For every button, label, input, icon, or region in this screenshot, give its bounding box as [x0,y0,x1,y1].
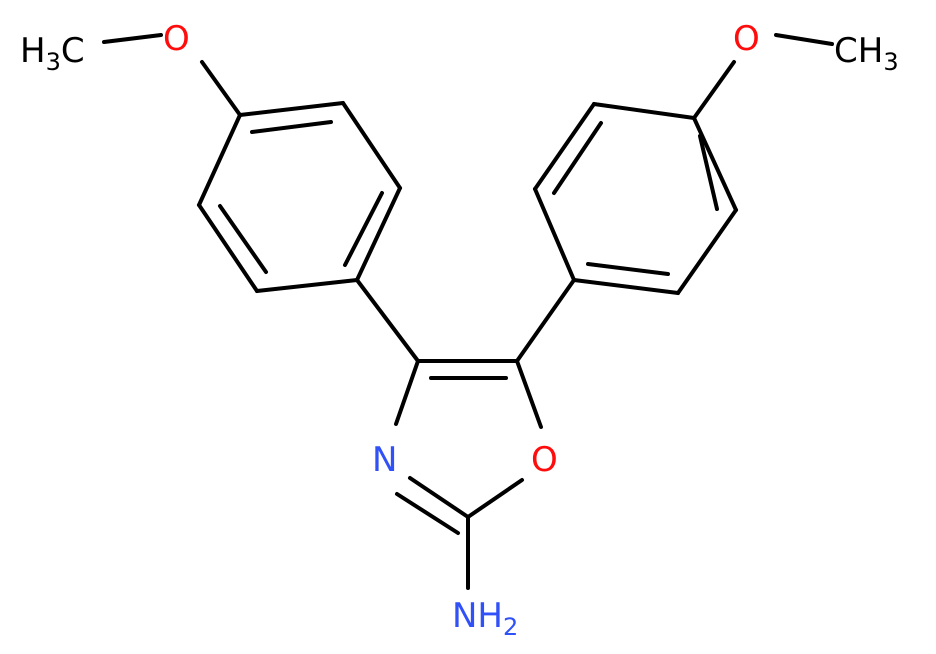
bond-o1-c2 [466,478,524,519]
bond-right-c-o [692,60,736,120]
bond-left-ring-4 [238,101,345,117]
bond-left-c-o [200,60,242,117]
bond-left-ring-2 [197,203,259,293]
bond-c5-phenyl [515,278,576,363]
bond-left-ring-1 [255,278,359,293]
right-methoxy-oxygen-label: O [733,19,760,59]
ring-oxygen-label: O [531,440,558,480]
bond-left-ring-6 [355,186,402,282]
bond-right-ring-2 [533,102,596,191]
left-methyl-label: H3C [20,31,85,76]
bond-c2-n3-double [395,492,460,535]
bond-right-ring-6 [572,278,680,295]
bond-left-ring-3 [197,113,242,207]
bond-right-o-ch3 [774,33,834,46]
bond-left-ring-6-inner [343,191,384,267]
bond-left-ring-5 [341,101,402,190]
left-methoxy-oxygen-label: O [163,19,190,59]
bond-right-ring-6-inner [586,262,670,276]
ring-nitrogen-label: N [372,440,397,480]
bond-right-ring-4-inner [698,134,719,211]
bond-right-ring-3 [592,102,696,120]
bond-right-ring-5 [676,208,738,295]
bond-right-ring-1 [533,187,576,282]
label-layer: H3C O O CH3 N O NH2 [20,19,899,641]
bond-n3-c4 [394,359,420,426]
bond-c4-phenyl [355,278,420,363]
bond-left-ring-2-inner [218,204,268,274]
bond-layer [102,33,834,590]
bond-right-ring-2-inner [552,121,603,195]
bond-left-o-ch3 [102,33,163,44]
bond-left-ring-4-inner [250,120,333,134]
bond-c2-n3 [408,476,470,519]
bond-c5-o1 [515,359,543,429]
bond-right-ring-4 [692,116,738,212]
right-methyl-label: CH3 [834,31,899,76]
amine-label: NH2 [452,596,518,641]
